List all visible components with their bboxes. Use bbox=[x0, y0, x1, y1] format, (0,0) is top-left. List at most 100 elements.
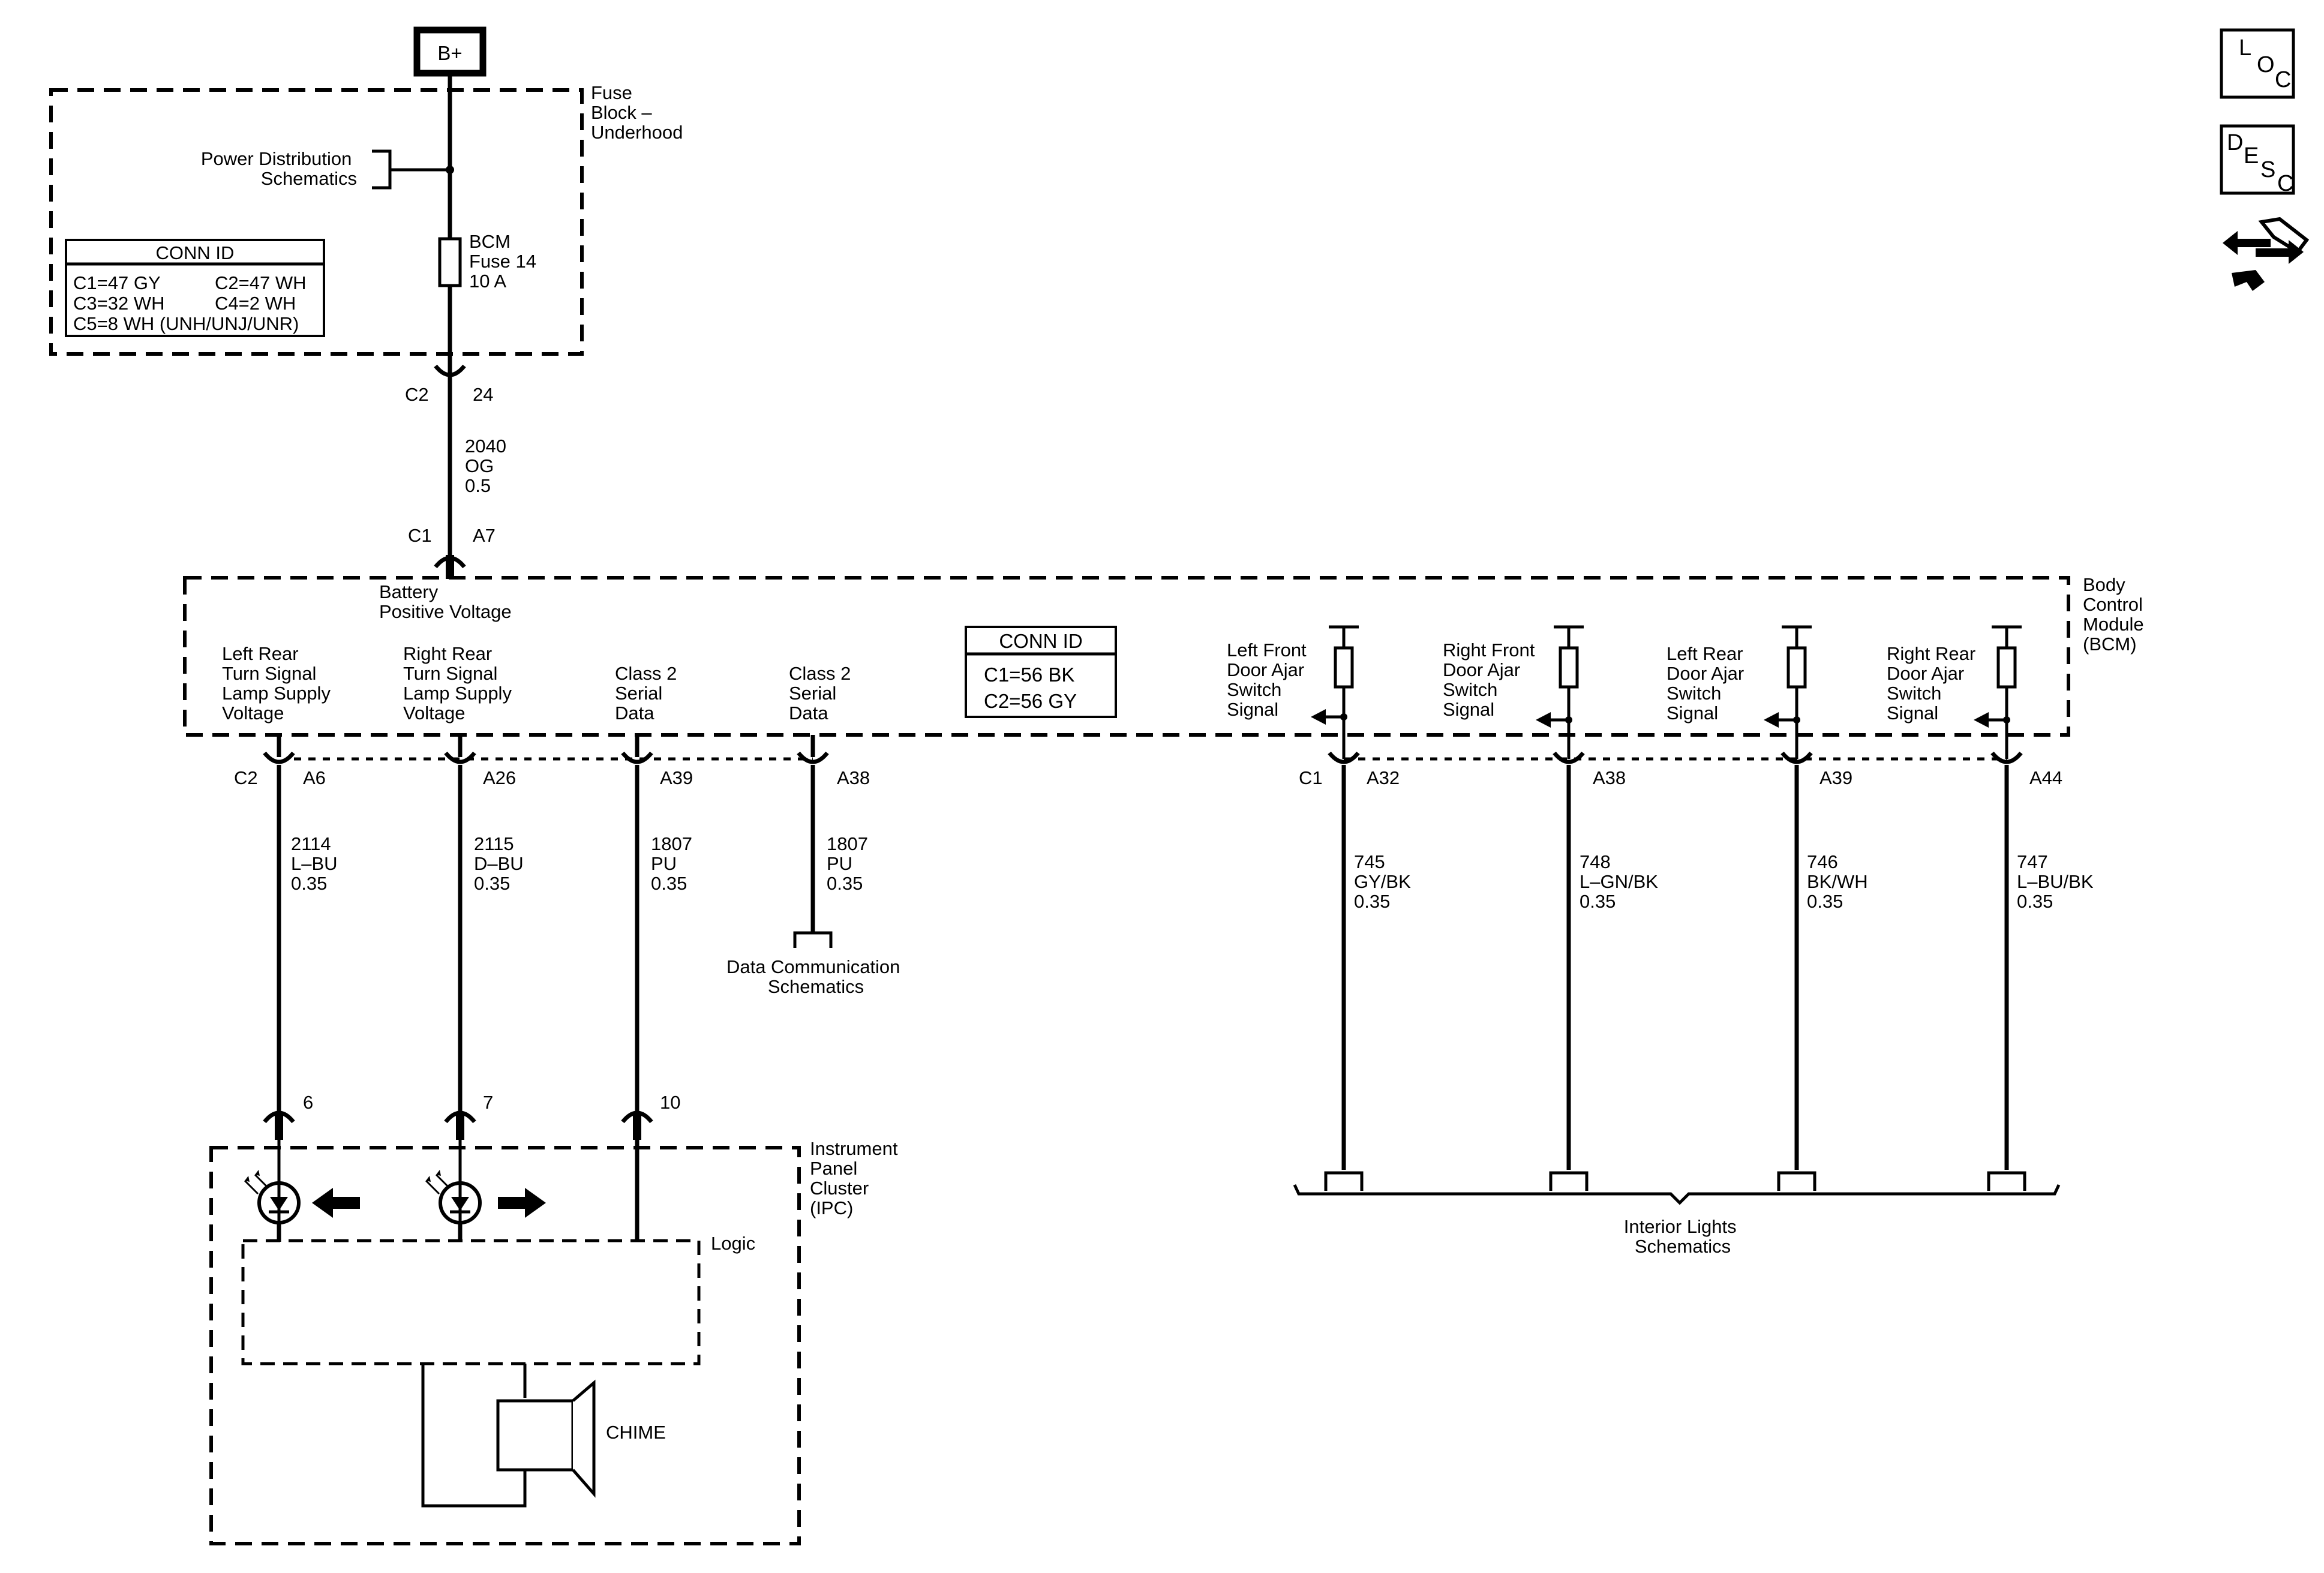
class2-data-label-a38: Class 2 Serial Data bbox=[789, 663, 856, 724]
fuse-block-outline bbox=[49, 88, 584, 356]
connector-pin-a6: C2 A6 bbox=[234, 735, 326, 788]
fuse-symbol bbox=[438, 237, 462, 287]
pullup-resistor-rf bbox=[1536, 625, 1584, 759]
interior-lights-label: Interior Lights Schematics bbox=[1624, 1216, 1742, 1257]
svg-text:C3=32 WH: C3=32 WH bbox=[73, 293, 164, 314]
svg-text:A6: A6 bbox=[303, 767, 326, 788]
fuse-label: BCM Fuse 14 10 A bbox=[469, 231, 542, 292]
connector-pin-a38: A38 bbox=[797, 735, 870, 788]
wire-2040-label: 2040 OG 0.5 bbox=[465, 436, 512, 496]
connector-pin-a32: C1 A32 bbox=[1299, 751, 1400, 788]
svg-text:C1: C1 bbox=[1299, 767, 1323, 788]
svg-text:C1=47 GY: C1=47 GY bbox=[73, 272, 161, 293]
svg-text:A44: A44 bbox=[2029, 767, 2062, 788]
class2-data-label-a39: Class 2 Serial Data bbox=[615, 663, 682, 724]
connector-pin-a26: A26 bbox=[444, 735, 516, 788]
lf-door-switch-label: Left Front Door Ajar Switch Signal bbox=[1227, 640, 1311, 720]
left-turn-indicator-icon bbox=[244, 1140, 360, 1224]
svg-text:7: 7 bbox=[483, 1092, 493, 1113]
left-rear-turn-label: Left Rear Turn Signal Lamp Supply Voltag… bbox=[222, 643, 336, 724]
svg-text:C4=2 WH: C4=2 WH bbox=[215, 293, 296, 314]
connector-c1-a7: C1 A7 bbox=[408, 525, 496, 579]
ipc-pin-10: 10 bbox=[621, 1092, 680, 1140]
connector-pin-door-a38: A38 bbox=[1553, 751, 1626, 788]
svg-text:A26: A26 bbox=[483, 767, 516, 788]
battery-voltage-label: Battery Positive Voltage bbox=[379, 581, 512, 622]
svg-text:C1=56 BK: C1=56 BK bbox=[984, 664, 1074, 686]
chime-speaker-icon bbox=[421, 1364, 596, 1508]
bcm-outline bbox=[183, 576, 2070, 737]
svg-text:10: 10 bbox=[660, 1092, 680, 1113]
loc-button[interactable]: L O C bbox=[2220, 28, 2295, 99]
lr-door-switch-label: Left Rear Door Ajar Switch Signal bbox=[1667, 643, 1749, 724]
pd-bracket bbox=[372, 149, 392, 190]
interior-lights-bus bbox=[1293, 1171, 2061, 1205]
wire-1807-ipc-label: 1807 PU 0.35 bbox=[651, 833, 698, 894]
svg-text:D: D bbox=[2227, 130, 2243, 155]
logic-label: Logic bbox=[711, 1233, 755, 1254]
svg-text:C2: C2 bbox=[234, 767, 258, 788]
signal-wires: 2114 L–BU 0.35 2115 D–BU 0.35 1807 PU 0.… bbox=[277, 765, 2098, 1257]
ipc-pin-6: 6 bbox=[263, 1092, 313, 1140]
svg-text:24: 24 bbox=[473, 384, 493, 405]
svg-text:A39: A39 bbox=[1819, 767, 1852, 788]
svg-text:C2=47 WH: C2=47 WH bbox=[215, 272, 306, 293]
wire-747-label: 747 L–BU/BK 0.35 bbox=[2017, 851, 2098, 912]
pullup-resistor-rr bbox=[1974, 625, 2022, 759]
svg-text:CONN ID: CONN ID bbox=[999, 630, 1082, 652]
bcm-conn-id-table: CONN ID C1=56 BK C2=56 GY bbox=[965, 626, 1117, 718]
svg-text:A32: A32 bbox=[1367, 767, 1400, 788]
svg-text:C: C bbox=[2277, 171, 2293, 196]
logic-block bbox=[241, 1239, 701, 1365]
door-switch-pullups bbox=[1311, 625, 2022, 759]
svg-text:L: L bbox=[2239, 35, 2251, 61]
svg-text:C2=56 GY: C2=56 GY bbox=[984, 690, 1077, 712]
connector-pin-a39: A39 bbox=[621, 735, 693, 788]
svg-text:C1: C1 bbox=[408, 525, 432, 546]
svg-text:A39: A39 bbox=[660, 767, 693, 788]
svg-text:A38: A38 bbox=[837, 767, 870, 788]
svg-text:S: S bbox=[2260, 157, 2275, 182]
chime-label: CHIME bbox=[606, 1422, 666, 1443]
desc-button[interactable]: D E S C bbox=[2220, 124, 2295, 196]
ipc-outline bbox=[209, 1146, 801, 1545]
bcm-label: Body Control Module (BCM) bbox=[2083, 574, 2149, 655]
right-turn-indicator-icon bbox=[425, 1140, 546, 1224]
svg-text:C5=8 WH (UNH/UNJ/UNR): C5=8 WH (UNH/UNJ/UNR) bbox=[73, 313, 299, 334]
data-comm-bracket bbox=[793, 931, 833, 948]
fuse-conn-id-table: CONN ID C1=47 GY C2=47 WH C3=32 WH C4=2 … bbox=[65, 239, 325, 337]
connector-pin-door-a39: A39 bbox=[1780, 751, 1852, 788]
svg-text:CONN ID: CONN ID bbox=[156, 242, 235, 263]
svg-text:C2: C2 bbox=[405, 384, 429, 405]
svg-text:E: E bbox=[2244, 143, 2259, 169]
ipc-label: Instrument Panel Cluster (IPC) bbox=[810, 1138, 903, 1218]
wire-748-label: 748 L–GN/BK 0.35 bbox=[1580, 851, 1664, 912]
connector-pin-a44: A44 bbox=[1990, 751, 2062, 788]
svg-text:6: 6 bbox=[303, 1092, 313, 1113]
svg-text:A7: A7 bbox=[473, 525, 496, 546]
bcm-left-connectors: C2 A6 A26 A39 A38 C1 A32 A38 bbox=[234, 735, 2062, 788]
wire-745-label: 745 GY/BK 0.35 bbox=[1354, 851, 1416, 912]
power-section: B+ Fuse Block – Underhood Power Distribu… bbox=[49, 26, 683, 579]
ipc-pin-7: 7 bbox=[444, 1092, 493, 1140]
component-locator-icon[interactable] bbox=[2223, 217, 2310, 291]
rr-door-switch-label: Right Rear Door Ajar Switch Signal bbox=[1887, 643, 1981, 724]
fuse-block-label: Fuse Block – Underhood bbox=[591, 82, 683, 143]
svg-text:A38: A38 bbox=[1593, 767, 1626, 788]
wire-746-label: 746 BK/WH 0.35 bbox=[1807, 851, 1873, 912]
ipc-module: Instrument Panel Cluster (IPC) 6 7 10 bbox=[209, 1092, 903, 1545]
svg-text:C: C bbox=[2275, 67, 2291, 92]
wire-2115-label: 2115 D–BU 0.35 bbox=[474, 833, 529, 894]
bcm-module: Body Control Module (BCM) Battery Positi… bbox=[183, 574, 2149, 759]
data-comm-label: Data Communication Schematics bbox=[726, 956, 905, 997]
svg-text:O: O bbox=[2257, 52, 2275, 77]
power-distribution-label: Power Distribution Schematics bbox=[201, 148, 357, 189]
pullup-resistor-lr bbox=[1764, 625, 1812, 759]
rf-door-switch-label: Right Front Door Ajar Switch Signal bbox=[1443, 640, 1540, 720]
connector-c2-24: C2 24 bbox=[405, 357, 493, 405]
wire-2114-label: 2114 L–BU 0.35 bbox=[291, 833, 343, 894]
right-rear-turn-label: Right Rear Turn Signal Lamp Supply Volta… bbox=[403, 643, 517, 724]
b-plus-label: B+ bbox=[437, 42, 462, 64]
pullup-resistor-lf bbox=[1311, 625, 1359, 759]
